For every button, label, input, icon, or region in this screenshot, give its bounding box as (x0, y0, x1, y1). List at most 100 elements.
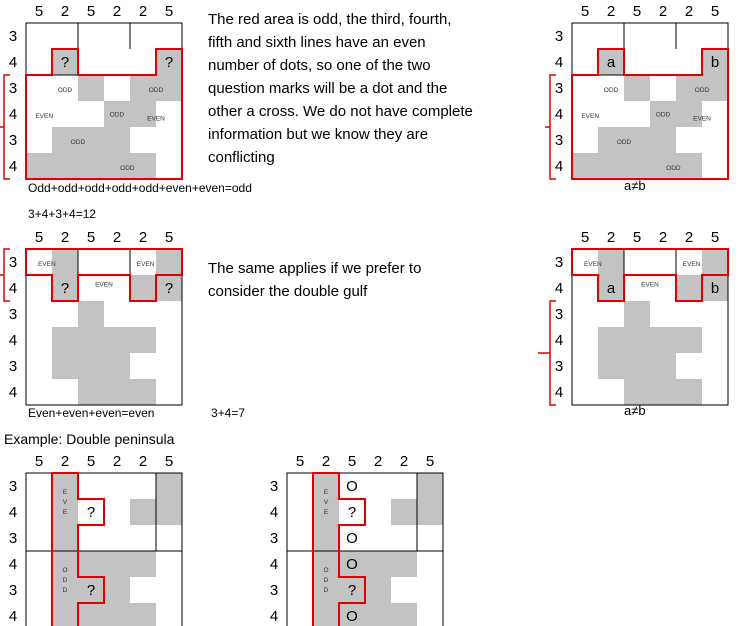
grid-mid-right-even-label: EVEN (683, 261, 701, 268)
grid-mid-right-shaded-cell (598, 249, 624, 275)
grid-bottom-left-row-count: 4 (9, 556, 17, 573)
grid-top-right-shaded-cell (702, 75, 728, 101)
grid-bottom-left-shaded-cell (78, 551, 104, 577)
grid-bottom-left-question-mark: ? (87, 504, 95, 521)
grid-bottom-left-shaded-cell (156, 499, 182, 525)
grid-top-right-column-count: 2 (659, 3, 667, 20)
grid-top-left-column-count: 5 (35, 3, 43, 20)
grid-top-right-odd-region-outline (571, 48, 729, 180)
grid-bottom-right-circle-mark: O (346, 608, 358, 625)
grid-top-left-row-count: 3 (9, 28, 17, 45)
grid-mid-left-row-count: 4 (9, 280, 17, 297)
grid-mid-left-shaded-cell (130, 275, 156, 301)
grid-top-left-shaded-cell (52, 153, 78, 179)
grid-mid-left-mark-left: ? (61, 280, 69, 297)
sum-12: 3+4+3+4=12 (28, 207, 97, 221)
grid-bottom-right-circle-mark: O (346, 530, 358, 547)
grid-bottom-left-column-count: 5 (87, 453, 95, 470)
grid-bottom-right-shaded-cell (313, 525, 339, 551)
grid-top-left-odd-label: ODD (149, 87, 164, 94)
grid-bottom-right-column-count: 2 (322, 453, 330, 470)
grid-mid-right-shaded-cell (650, 379, 676, 405)
grid-top-right-odd-label: ODD (656, 112, 671, 119)
explanation-paragraph-1: The red area is odd, the third, fourth, … (208, 11, 473, 166)
grid-mid-right-shaded-cell (650, 353, 676, 379)
grid-mid-right-shaded-cell (650, 327, 676, 353)
grid-top-right-column-count: 2 (607, 3, 615, 20)
grid-top-left-shaded-cell (130, 101, 156, 127)
grid-mid-left-mark-right: ? (165, 280, 173, 297)
grid-bottom-right-shaded-cell (313, 603, 339, 626)
grid-mid-left-even-region-outline (25, 248, 183, 302)
grid-bottom-left-row-count: 3 (9, 530, 17, 547)
grid-mid-left-shaded-cell (78, 353, 104, 379)
grid-mid-right-shaded-cell (624, 379, 650, 405)
grid-top-right-shaded-cell (624, 127, 650, 153)
grid-top-left-row-count: 4 (9, 54, 17, 71)
grid-top-left-shaded-cell (104, 127, 130, 153)
grid-mid-right-bracket (538, 300, 556, 406)
grid-bottom-right-peninsula-outline (312, 472, 366, 626)
grid-bottom-right-even-letter: V (324, 499, 329, 506)
grid-bottom-left-odd-letter: D (63, 587, 68, 594)
grid-mid-right-shaded-cell (598, 353, 624, 379)
grid-bottom-left-shaded-cell (52, 473, 78, 499)
grid-top-left-odd-label: ODD (58, 87, 73, 94)
grid-top-left-shaded-cell (130, 153, 156, 179)
grid-top-left-row-count: 3 (9, 132, 17, 149)
grid-bottom-right-circle-mark: O (346, 478, 358, 495)
grid-mid-left-row-count: 4 (9, 332, 17, 349)
grid-top-left-row-count: 4 (9, 106, 17, 123)
grid-top-right-row-count: 3 (555, 28, 563, 45)
grid-top-left-shaded-cell (52, 49, 78, 75)
grid-bottom-left-shaded-cell (78, 603, 104, 626)
grid-mid-left-shaded-cell (52, 275, 78, 301)
grid-top-right-row-count: 3 (555, 132, 563, 149)
grid-mid-right-shaded-cell (702, 249, 728, 275)
grid-mid-left-shaded-cell (104, 379, 130, 405)
grid-top-left-column-count: 5 (165, 3, 173, 20)
grid-top-left-shaded-cell (52, 127, 78, 153)
grid-bottom-right-shaded-cell (391, 499, 417, 525)
grid-bottom-right-column-count: 5 (426, 453, 434, 470)
grid-bottom-left-even-letter: E (63, 509, 68, 516)
grid-mid-right-even-label: EVEN (641, 282, 659, 289)
grid-top-right-row-count: 4 (555, 54, 563, 71)
grid-bottom-left-shaded-cell (52, 525, 78, 551)
grid-top-right-shaded-cell (676, 75, 702, 101)
grid-mid-right-mark-left: a (607, 280, 616, 297)
grid-top-right-shaded-cell (598, 127, 624, 153)
grid-bottom-right-shaded-cell (339, 551, 365, 577)
grid-top-right-shaded-cell (624, 75, 650, 101)
grid-mid-right-row-count: 3 (555, 306, 563, 323)
grid-top-right-shaded-cell (624, 153, 650, 179)
grid-bottom-left-column-count: 2 (139, 453, 147, 470)
grid-mid-right-shaded-cell (676, 275, 702, 301)
grid-mid-right-shaded-cell (598, 327, 624, 353)
grid-bottom-right-even-letter: E (324, 509, 329, 516)
grid-mid-left-shaded-cell (78, 327, 104, 353)
grid-bottom-right-row-count: 4 (270, 556, 278, 573)
grid-bottom-right-odd-letter: O (323, 567, 328, 574)
grid-mid-right-shaded-cell (676, 379, 702, 405)
grid-top-left-odd-label: ODD (71, 139, 86, 146)
grid-bottom-right-circle-mark: O (346, 556, 358, 573)
grid-mid-left-bracket (0, 248, 10, 302)
grid-top-right-shaded-cell (650, 153, 676, 179)
grid-mid-left-shaded-cell (52, 249, 78, 275)
grid-mid-right-row-count: 4 (555, 384, 563, 401)
grid-bottom-right-column-count: 2 (374, 453, 382, 470)
grid-top-right-column-count: 5 (581, 3, 589, 20)
a-not-equal-b-top: a≠b (624, 178, 646, 193)
grid-mid-left-shaded-cell (156, 249, 182, 275)
grid-top-right-shaded-cell (598, 49, 624, 75)
grid-top-right-column-count: 5 (711, 3, 719, 20)
grid-top-right-odd-label: ODD (604, 87, 619, 94)
grid-top-left-row-count: 4 (9, 158, 17, 175)
grid-top-left-odd-label: ODD (110, 112, 125, 119)
grid-mid-left-shaded-cell (52, 327, 78, 353)
grid-mid-right-even-region-outline (571, 248, 729, 302)
grid-bottom-right-shaded-cell (365, 603, 391, 626)
grid-mid-right-row-count: 3 (555, 358, 563, 375)
